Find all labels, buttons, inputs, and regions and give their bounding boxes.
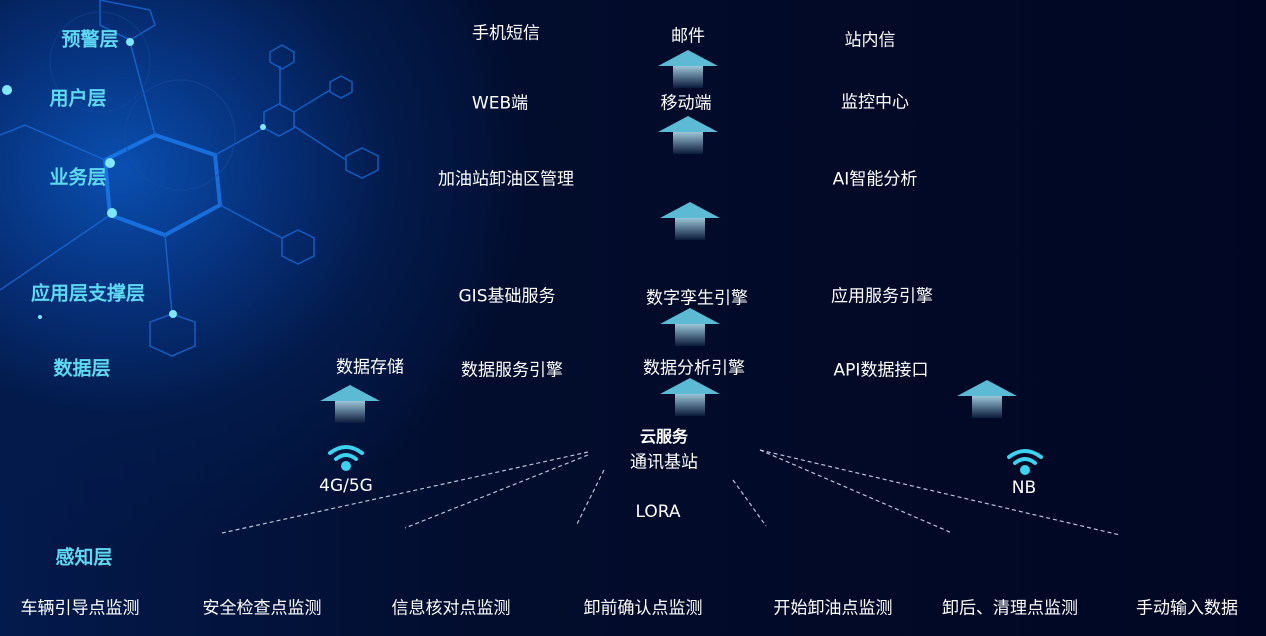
sensor-item: 卸后、清理点监测 xyxy=(942,598,1078,619)
layer-label-user: 用户层 xyxy=(49,87,107,110)
node-data-service: 数据服务引擎 xyxy=(461,360,563,381)
node-monitor-center: 监控中心 xyxy=(841,92,909,113)
layer-label-perception: 感知层 xyxy=(55,546,113,569)
node-internal-msg: 站内信 xyxy=(844,30,896,51)
sensor-item: 手动输入数据 xyxy=(1136,598,1238,619)
connection-lines xyxy=(221,449,1121,536)
node-cloud: 云服务 xyxy=(639,427,689,446)
up-arrow-icon xyxy=(658,50,718,94)
node-email: 邮件 xyxy=(671,26,705,47)
node-4g5g: 4G/5G xyxy=(319,476,373,496)
up-arrow-icon xyxy=(660,308,720,352)
sensor-item: 卸前确认点监测 xyxy=(583,598,703,619)
node-ai-analysis: AI智能分析 xyxy=(832,169,918,190)
node-lora: LORA xyxy=(635,502,681,522)
node-sms: 手机短信 xyxy=(472,23,540,44)
wifi-icon xyxy=(1007,449,1043,475)
node-digital-twin: 数字孪生引擎 xyxy=(646,288,748,309)
sensor-item: 信息核对点监测 xyxy=(391,598,511,619)
up-arrow-icon xyxy=(660,202,720,246)
node-data-analysis: 数据分析引擎 xyxy=(643,358,745,379)
up-arrow-icon xyxy=(957,380,1017,424)
sensor-item: 车辆引导点监测 xyxy=(20,598,140,619)
layer-label-business: 业务层 xyxy=(49,166,107,189)
node-nb: NB xyxy=(1011,478,1037,498)
node-base-station: 通讯基站 xyxy=(630,452,698,473)
wifi-icon xyxy=(328,445,364,471)
layer-label-support: 应用层支撑层 xyxy=(30,282,146,305)
node-web: WEB端 xyxy=(471,93,529,114)
node-app-service: 应用服务引擎 xyxy=(831,286,933,307)
node-api: API数据接口 xyxy=(833,360,929,381)
sensor-item: 安全检查点监测 xyxy=(202,598,322,619)
sensor-item: 开始卸油点监测 xyxy=(773,598,893,619)
node-mobile: 移动端 xyxy=(660,93,712,114)
up-arrow-icon xyxy=(660,378,720,422)
node-gis: GIS基础服务 xyxy=(458,286,556,307)
up-arrow-icon xyxy=(320,385,380,429)
up-arrow-icon xyxy=(658,116,718,160)
layer-label-warning: 预警层 xyxy=(61,28,119,51)
node-unloading-mgmt: 加油站卸油区管理 xyxy=(438,169,574,190)
node-data-storage: 数据存储 xyxy=(336,357,404,378)
layer-label-data: 数据层 xyxy=(53,357,111,380)
